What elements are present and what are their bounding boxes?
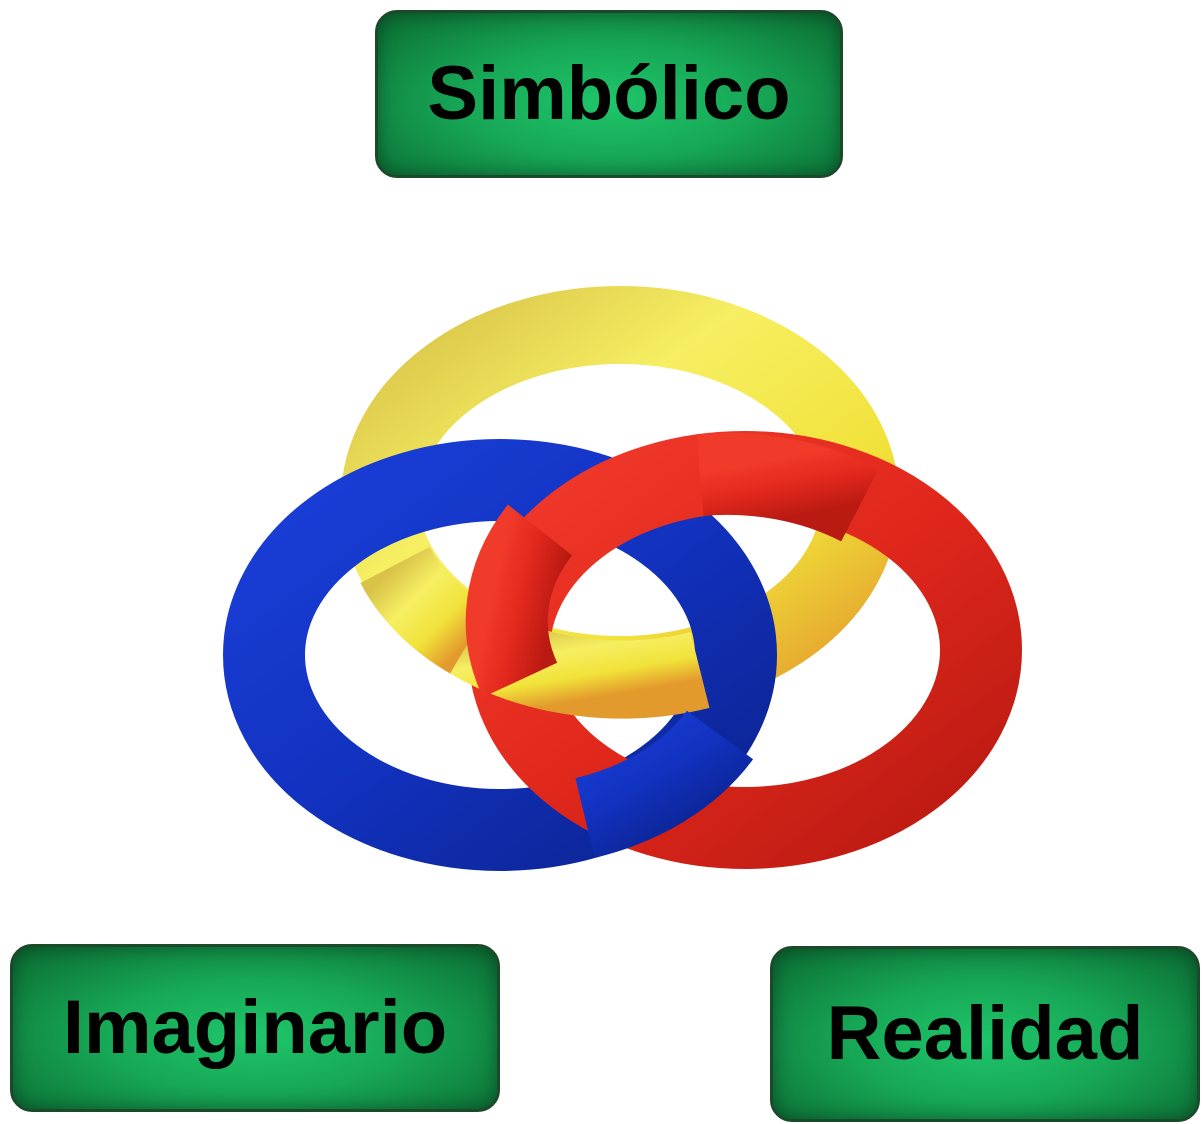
label-simbolico-text: Simbólico: [427, 51, 791, 136]
label-imaginario: Imaginario: [10, 944, 500, 1112]
ring-blue-over-red: [574, 709, 754, 858]
ring-blue: [223, 439, 777, 871]
label-simbolico: Simbólico: [375, 10, 843, 178]
ring-yellow-lower-arc: [450, 606, 710, 719]
ring-red-over-blue: [465, 504, 573, 698]
ring-red-over-yellow: [696, 432, 879, 542]
ring-yellow: [341, 286, 899, 714]
label-imaginario-text: Imaginario: [62, 985, 448, 1070]
ring-yellow-over-blue: [360, 545, 491, 674]
ring-red: [468, 431, 1022, 869]
label-realidad: Realidad: [770, 946, 1200, 1122]
label-realidad-text: Realidad: [826, 991, 1144, 1076]
